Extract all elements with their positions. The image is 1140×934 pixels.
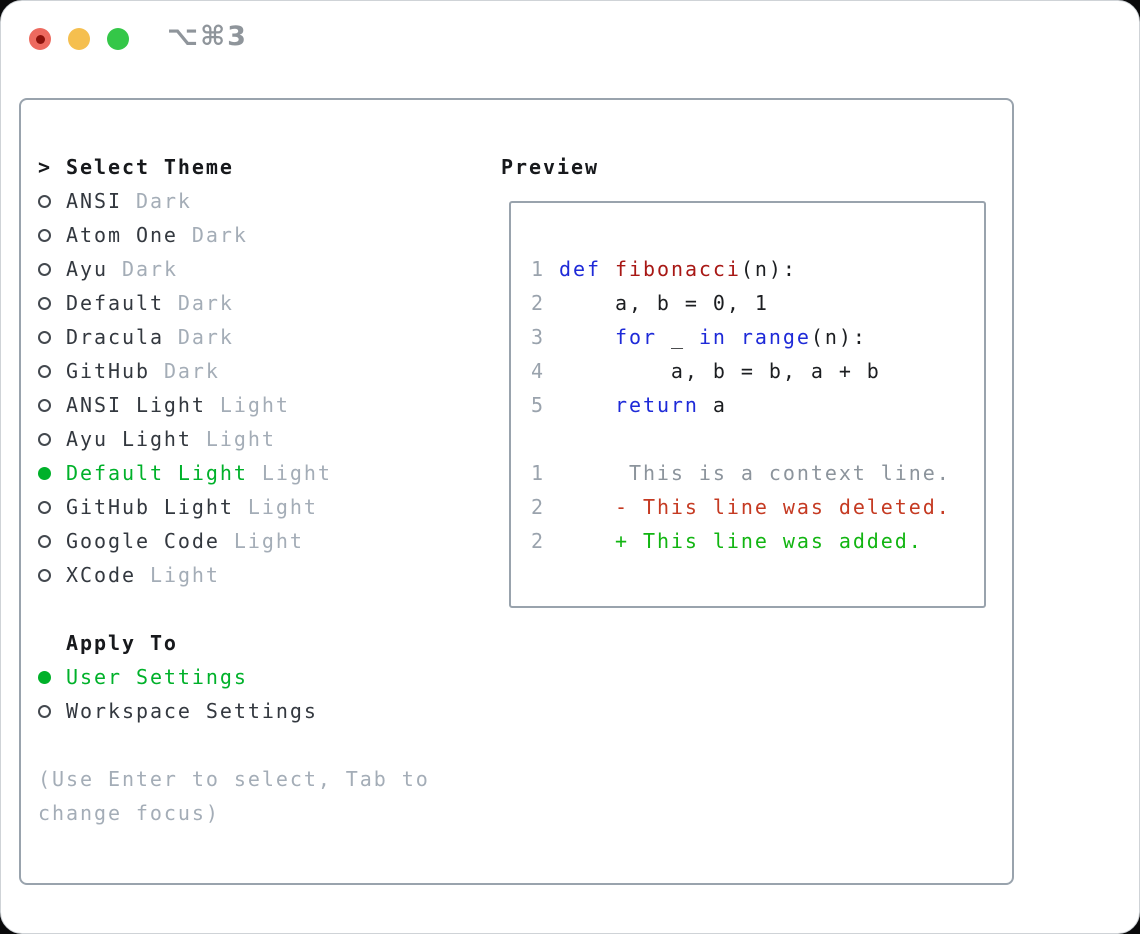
theme-option-default[interactable]: Default Dark (38, 286, 430, 320)
theme-option-github[interactable]: GitHub Dark (38, 354, 430, 388)
preview-line: 2 a, b = 0, 1 (531, 286, 984, 320)
theme-option-xcode[interactable]: XCode Light (38, 558, 430, 592)
apply-option-label: Workspace Settings (66, 699, 318, 723)
theme-option-github-light[interactable]: GitHub Light Light (38, 490, 430, 524)
theme-variant-label: Dark (149, 359, 220, 383)
close-button[interactable] (29, 28, 51, 50)
line-number: 2 (531, 529, 545, 553)
line-number: 4 (531, 359, 545, 383)
theme-option-label: Google Code Light (66, 529, 304, 553)
apply-option-user-settings[interactable]: User Settings (38, 660, 430, 694)
radio-unselected-icon (38, 500, 51, 514)
theme-variant-label: Light (219, 529, 304, 553)
line-number: 1 (531, 257, 545, 281)
theme-variant-label: Light (191, 427, 276, 451)
caret-icon: > (38, 155, 52, 179)
minimize-button[interactable] (68, 28, 90, 50)
radio-unselected-icon (38, 534, 51, 548)
line-number: 5 (531, 393, 545, 417)
theme-list-header: Select Theme (66, 155, 234, 179)
radio-unselected-icon (38, 364, 51, 378)
theme-option-label: Dracula Dark (66, 325, 234, 349)
titlebar: ⌥⌘3 (1, 1, 1139, 77)
radio-selected-icon (38, 670, 51, 684)
preview-line: 3 for _ in range(n): (531, 320, 984, 354)
theme-option-label: Ayu Dark (66, 257, 178, 281)
theme-variant-label: Dark (163, 325, 234, 349)
unsaved-dot-icon (35, 34, 45, 44)
theme-variant-label: Dark (121, 189, 192, 213)
settings-panel (19, 98, 1014, 885)
preview-title: Preview (501, 155, 599, 179)
preview-blank-line (531, 422, 984, 456)
hint-text-line-1: (Use Enter to select, Tab to (38, 767, 430, 791)
apply-option-workspace-settings[interactable]: Workspace Settings (38, 694, 430, 728)
theme-variant-label: Light (205, 393, 290, 417)
hint-text-line-2: change focus) (38, 801, 220, 825)
preview-line: 2 - This line was deleted. (531, 490, 984, 524)
radio-unselected-icon (38, 398, 51, 412)
preview-line: 5 return a (531, 388, 984, 422)
theme-option-label: Default Dark (66, 291, 234, 315)
preview-line: 4 a, b = b, a + b (531, 354, 984, 388)
theme-variant-label: Light (233, 495, 318, 519)
theme-option-label: ANSI Light Light (66, 393, 290, 417)
line-number: 2 (531, 495, 545, 519)
theme-option-label: ANSI Dark (66, 189, 192, 213)
radio-unselected-icon (38, 194, 51, 208)
theme-option-label: Ayu Light Light (66, 427, 276, 451)
theme-variant-label: Dark (163, 291, 234, 315)
theme-option-ayu[interactable]: Ayu Dark (38, 252, 430, 286)
line-number: 2 (531, 291, 545, 315)
radio-unselected-icon (38, 704, 51, 718)
preview-line: 1 This is a context line. (531, 456, 984, 490)
radio-unselected-icon (38, 330, 51, 344)
theme-variant-label: Light (135, 563, 220, 587)
theme-option-default-light[interactable]: Default Light Light (38, 456, 430, 490)
theme-option-label: GitHub Light Light (66, 495, 318, 519)
radio-unselected-icon (38, 568, 51, 582)
line-number: 1 (531, 461, 545, 485)
theme-option-dracula[interactable]: Dracula Dark (38, 320, 430, 354)
spacer (38, 592, 430, 626)
theme-variant-label: Dark (177, 223, 248, 247)
apply-to-header: Apply To (66, 631, 178, 655)
window-title: ⌥⌘3 (167, 21, 248, 52)
theme-option-label: GitHub Dark (66, 359, 220, 383)
theme-option-atom-one[interactable]: Atom One Dark (38, 218, 430, 252)
line-number: 3 (531, 325, 545, 349)
radio-unselected-icon (38, 262, 51, 276)
radio-selected-icon (38, 466, 51, 480)
theme-variant-label: Dark (107, 257, 178, 281)
preview-line: 1 def fibonacci(n): (531, 252, 984, 286)
theme-list-header-row: > Select Theme (38, 150, 430, 184)
apply-option-label: User Settings (66, 665, 248, 689)
theme-option-ayu-light[interactable]: Ayu Light Light (38, 422, 430, 456)
theme-option-ansi-light[interactable]: ANSI Light Light (38, 388, 430, 422)
zoom-button[interactable] (107, 28, 129, 50)
spacer (38, 728, 430, 762)
theme-option-google-code[interactable]: Google Code Light (38, 524, 430, 558)
radio-unselected-icon (38, 432, 51, 446)
theme-option-label: XCode Light (66, 563, 220, 587)
theme-option-ansi[interactable]: ANSI Dark (38, 184, 430, 218)
theme-option-label: Default Light Light (66, 461, 332, 485)
preview-line: 2 + This line was added. (531, 524, 984, 558)
theme-option-label: Atom One Dark (66, 223, 248, 247)
theme-variant-label: Light (247, 461, 332, 485)
radio-unselected-icon (38, 228, 51, 242)
radio-unselected-icon (38, 296, 51, 310)
